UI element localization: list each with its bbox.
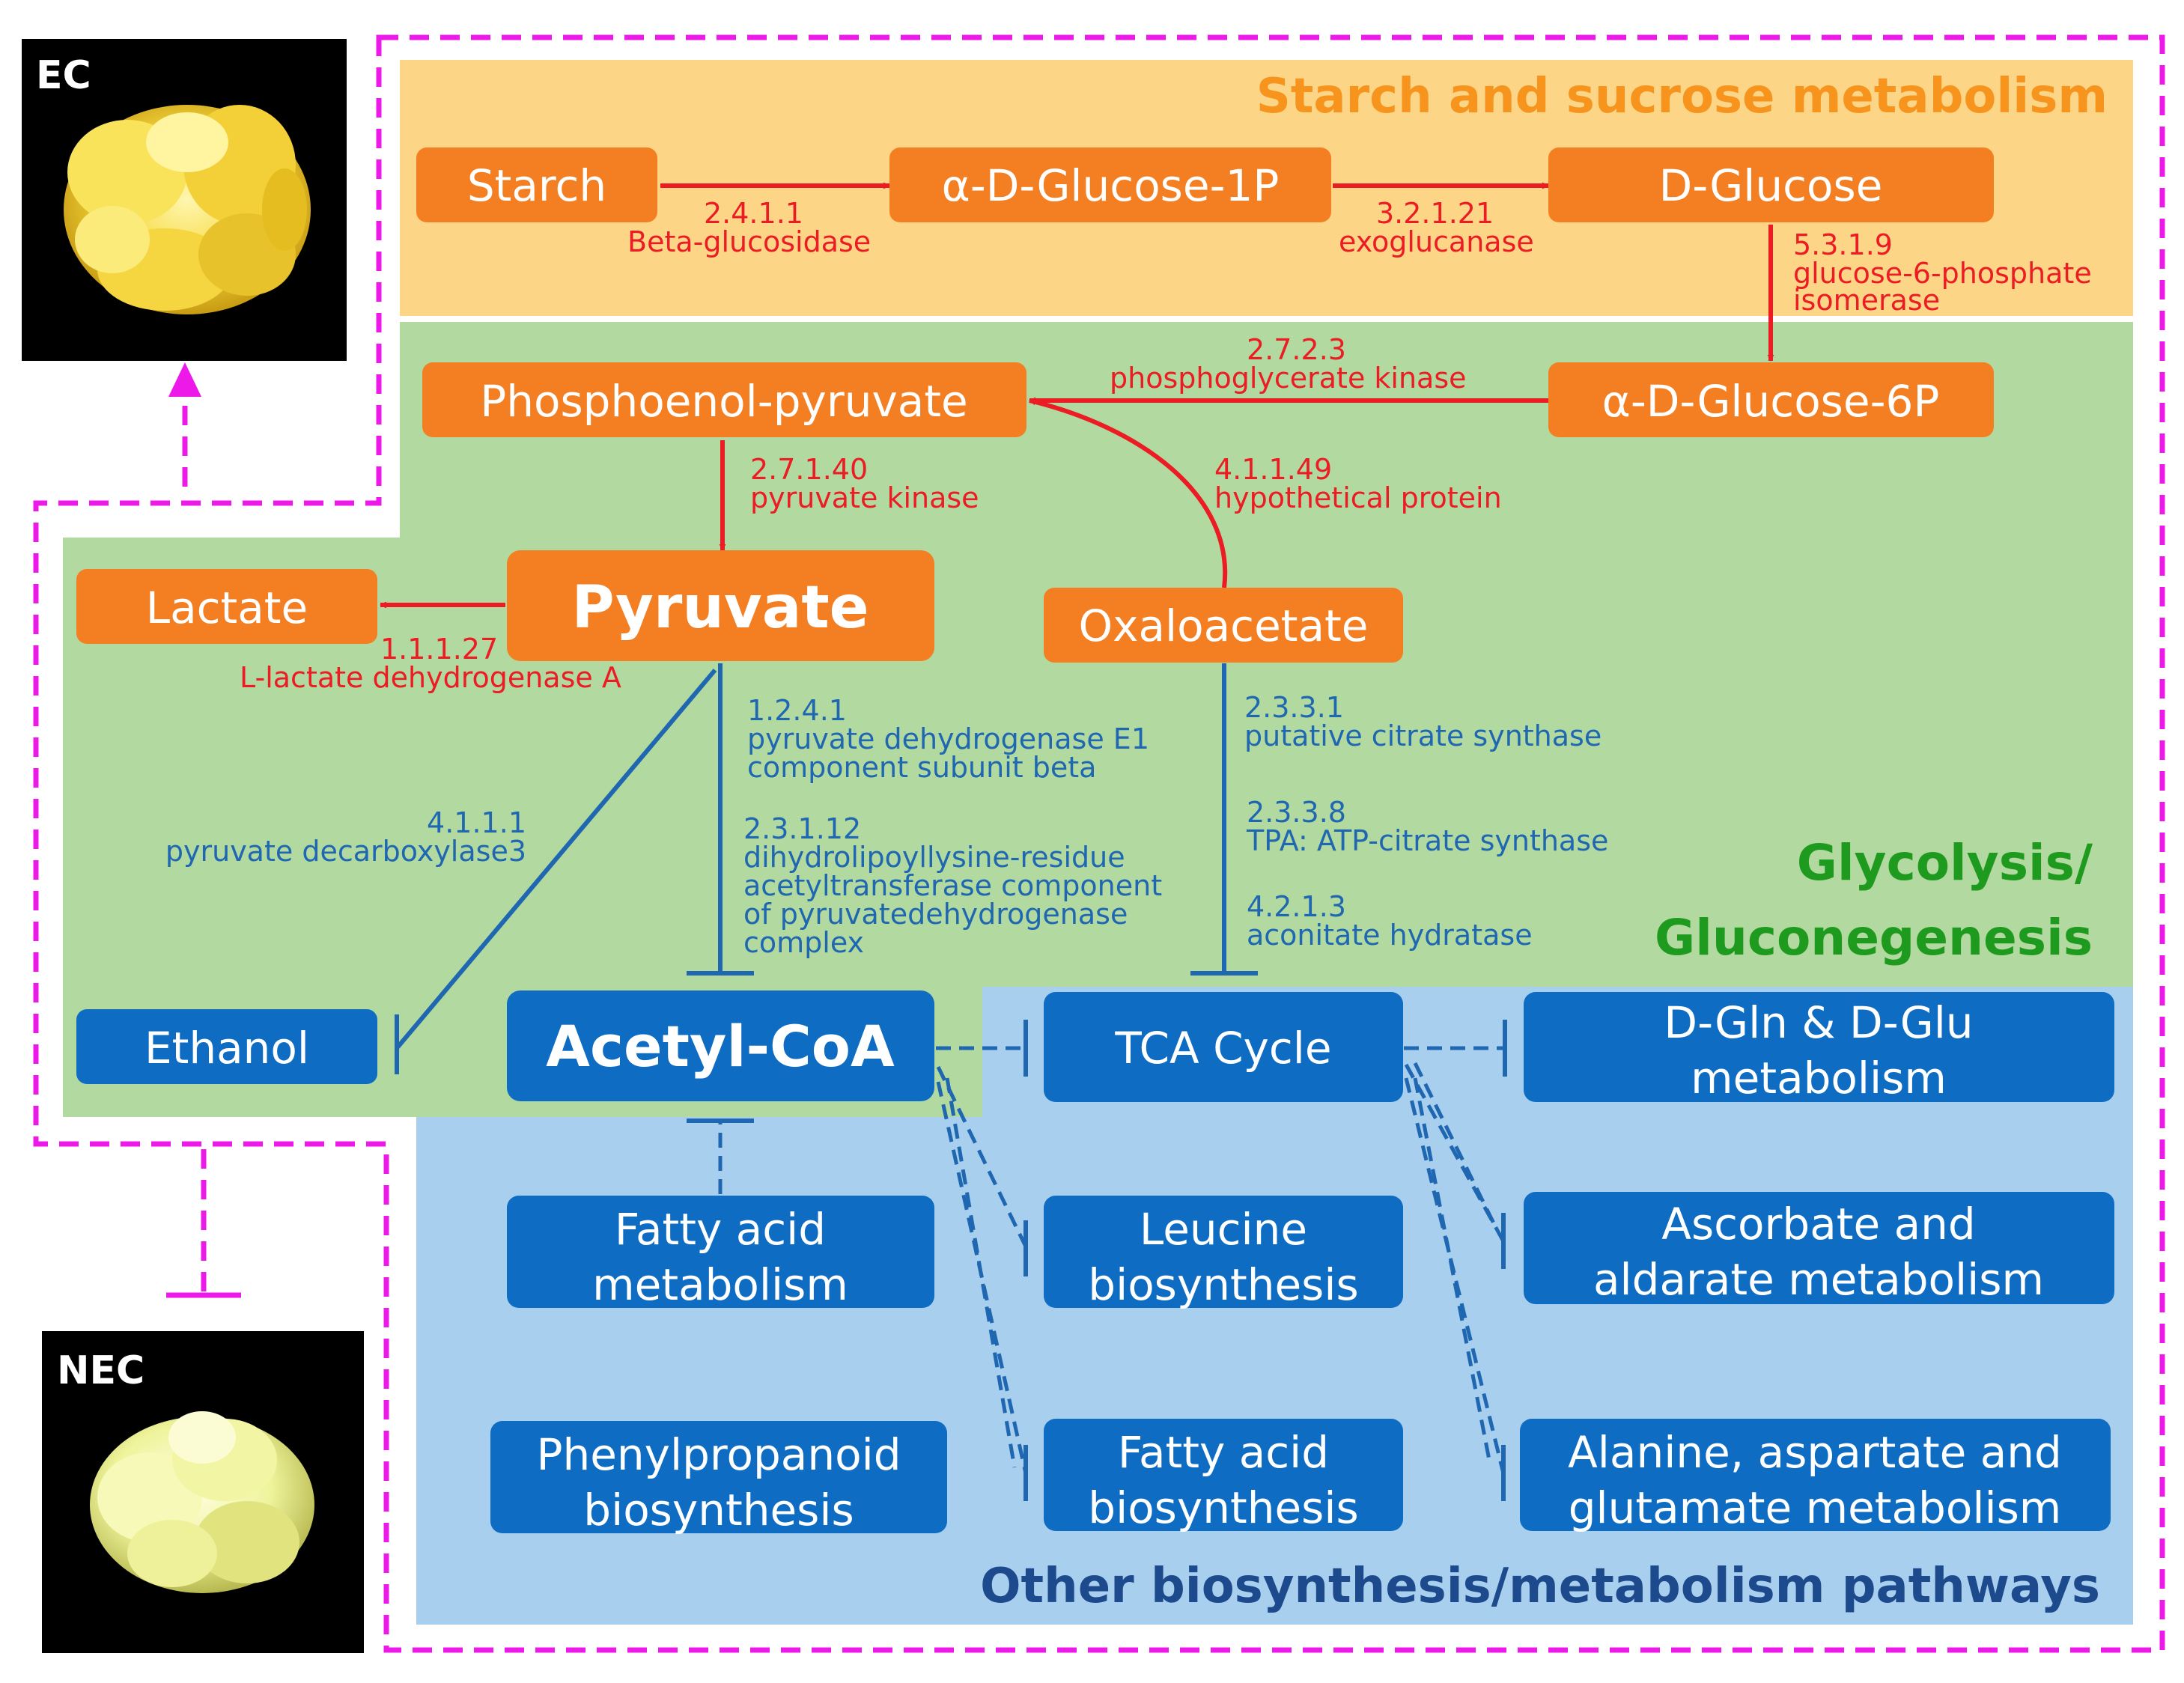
node-leucine-label-2: biosynthesis — [1088, 1259, 1358, 1310]
node-dgln-label-2: metabolism — [1691, 1053, 1947, 1104]
node-dglucose: D-Glucose — [1548, 147, 1994, 222]
enzyme-41149-name: hypothetical protein — [1214, 481, 1502, 514]
enzyme-23112-code: 2.3.1.12 — [743, 812, 861, 845]
ec-photo: EC — [22, 39, 347, 361]
enzyme-32121-name: exoglucanase — [1339, 225, 1534, 258]
node-starch-label: Starch — [467, 160, 606, 211]
enzyme-1241-name-2: component subunit beta — [747, 751, 1096, 784]
ec-callus-image — [64, 105, 311, 314]
node-phenylpropanoid: Phenylpropanoid biosynthesis — [490, 1421, 947, 1536]
node-ethanol: Ethanol — [76, 1009, 377, 1084]
enzyme-2338-code: 2.3.3.8 — [1247, 796, 1346, 829]
enzyme-27140-code: 2.7.1.40 — [750, 453, 868, 486]
enzyme-11127-name: L-lactate dehydrogenase A — [240, 661, 621, 694]
enzyme-5319-name-2: isomerase — [1793, 284, 1940, 317]
node-fattyacid-metabolism-label-2: metabolism — [592, 1259, 848, 1310]
enzyme-2331-code: 2.3.3.1 — [1244, 691, 1344, 724]
node-pep: Phosphoenol-pyruvate — [422, 362, 1026, 437]
node-pep-label: Phosphoenol-pyruvate — [480, 376, 968, 427]
node-alanine-label-1: Alanine, aspartate and — [1568, 1427, 2062, 1478]
dash-tca-to-ascorbate-b — [1413, 1062, 1498, 1229]
node-glucose6p-label: α-D-Glucose-6P — [1602, 376, 1940, 427]
nec-photo: NEC — [42, 1331, 364, 1653]
node-ethanol-label: Ethanol — [145, 1023, 309, 1074]
node-phenylpropanoid-label-1: Phenylpropanoid — [536, 1429, 901, 1480]
starch-region-title: Starch and sucrose metabolism — [1256, 69, 2108, 124]
node-fattyacid-biosynthesis-label-2: biosynthesis — [1088, 1482, 1358, 1533]
enzyme-4213-name: aconitate hydratase — [1247, 919, 1533, 952]
enzyme-1241-name-1: pyruvate dehydrogenase E1 — [747, 722, 1149, 755]
dash-tca-to-alanine — [1404, 1077, 1506, 1474]
enzyme-2723-name: phosphoglycerate kinase — [1110, 362, 1467, 395]
enzyme-23112-name-2: acetyltransferase component — [743, 869, 1162, 902]
node-dgln-label-1: D-Gln & D-Glu — [1664, 997, 1973, 1048]
nec-label: NEC — [57, 1348, 145, 1393]
node-ascorbate: Ascorbate and aldarate metabolism — [1524, 1192, 2114, 1305]
node-alanine: Alanine, aspartate and glutamate metabol… — [1520, 1419, 2111, 1533]
node-ascorbate-label-2: aldarate metabolism — [1593, 1254, 2044, 1305]
node-ascorbate-label-1: Ascorbate and — [1661, 1199, 1975, 1250]
enzyme-2723-code: 2.7.2.3 — [1247, 333, 1346, 366]
node-starch: Starch — [416, 147, 657, 222]
enzyme-5319-name-1: glucose-6-phosphate — [1793, 257, 2092, 290]
magenta-outline — [33, 34, 2165, 1653]
glycolysis-title-line2: Gluconegenesis — [1655, 909, 2093, 967]
enzyme-4213-code: 4.2.1.3 — [1247, 890, 1346, 923]
node-leucine-label-1: Leucine — [1140, 1204, 1307, 1255]
enzyme-2331-name: putative citrate synthase — [1244, 719, 1602, 752]
enzyme-2411-name: Beta-glucosidase — [627, 225, 871, 258]
node-lactate: Lactate — [76, 569, 377, 644]
enzyme-23112-name-3: of pyruvatedehydrogenase — [743, 898, 1128, 931]
dash-acetylcoa-to-leucine — [936, 1065, 1028, 1248]
enzyme-32121-code: 3.2.1.21 — [1376, 197, 1494, 230]
node-glucose1p-label: α-D-Glucose-1P — [942, 160, 1280, 211]
enzyme-5319-code: 5.3.1.9 — [1793, 228, 1893, 261]
glycolysis-region — [63, 322, 2133, 1117]
node-glucose6p: α-D-Glucose-6P — [1548, 362, 1994, 437]
node-tca: TCA Cycle — [1044, 992, 1403, 1102]
node-phenylpropanoid-label-2: biosynthesis — [583, 1485, 854, 1536]
inhibit-pyruvate-to-ethanol — [395, 669, 717, 1050]
other-region-title: Other biosynthesis/metabolism pathways — [980, 1559, 2100, 1614]
nec-callus-image — [90, 1411, 314, 1593]
node-alanine-label-2: glutamate metabolism — [1569, 1482, 2062, 1533]
node-leucine: Leucine biosynthesis — [1044, 1196, 1403, 1310]
enzyme-4111-code: 4.1.1.1 — [427, 806, 526, 839]
node-lactate-label: Lactate — [146, 582, 308, 633]
node-acetylcoa-label: Acetyl-CoA — [546, 1013, 895, 1080]
node-acetylcoa: Acetyl-CoA — [507, 990, 934, 1101]
node-pyruvate-label: Pyruvate — [571, 574, 869, 642]
enzyme-2411-code: 2.4.1.1 — [704, 197, 803, 230]
node-fattyacid-biosynthesis: Fatty acid biosynthesis — [1044, 1419, 1403, 1533]
node-oxaloacetate: Oxaloacetate — [1044, 588, 1403, 663]
enzyme-41149-code: 4.1.1.49 — [1214, 453, 1332, 486]
enzyme-27140-name: pyruvate kinase — [750, 481, 979, 514]
node-fattyacid-biosynthesis-label-1: Fatty acid — [1118, 1427, 1329, 1478]
enzyme-1241-code: 1.2.4.1 — [747, 694, 847, 727]
node-dgln: D-Gln & D-Glu metabolism — [1524, 992, 2114, 1104]
node-dglucose-label: D-Glucose — [1659, 160, 1883, 211]
node-fattyacid-metabolism-label-1: Fatty acid — [615, 1204, 826, 1255]
magenta-arrowhead — [168, 362, 201, 397]
node-fattyacid-metabolism: Fatty acid metabolism — [507, 1196, 934, 1310]
dash-acetylcoa-to-fattyacidbio — [936, 1081, 1028, 1474]
enzyme-11127-code: 1.1.1.27 — [380, 633, 498, 666]
node-tca-label: TCA Cycle — [1114, 1023, 1331, 1074]
enzyme-2338-name: TPA: ATP-citrate synthase — [1246, 824, 1608, 857]
dash-tca-to-alanine-b — [1413, 1077, 1492, 1464]
enzyme-23112-name-1: dihydrolipoyllysine-residue — [743, 841, 1125, 874]
node-glucose1p: α-D-Glucose-1P — [889, 147, 1331, 222]
enzyme-4111-name: pyruvate decarboxylase3 — [165, 835, 526, 868]
ec-label: EC — [36, 53, 91, 98]
arrow-oxaloacetate-to-pep — [1029, 398, 1228, 588]
glycolysis-title-line1: Glycolysis/ — [1797, 834, 2093, 892]
enzyme-23112-name-4: complex — [743, 926, 864, 959]
dash-acetylcoa-to-fattyacidbio-b — [945, 1077, 1017, 1468]
node-oxaloacetate-label: Oxaloacetate — [1079, 600, 1369, 651]
node-pyruvate: Pyruvate — [507, 550, 934, 661]
